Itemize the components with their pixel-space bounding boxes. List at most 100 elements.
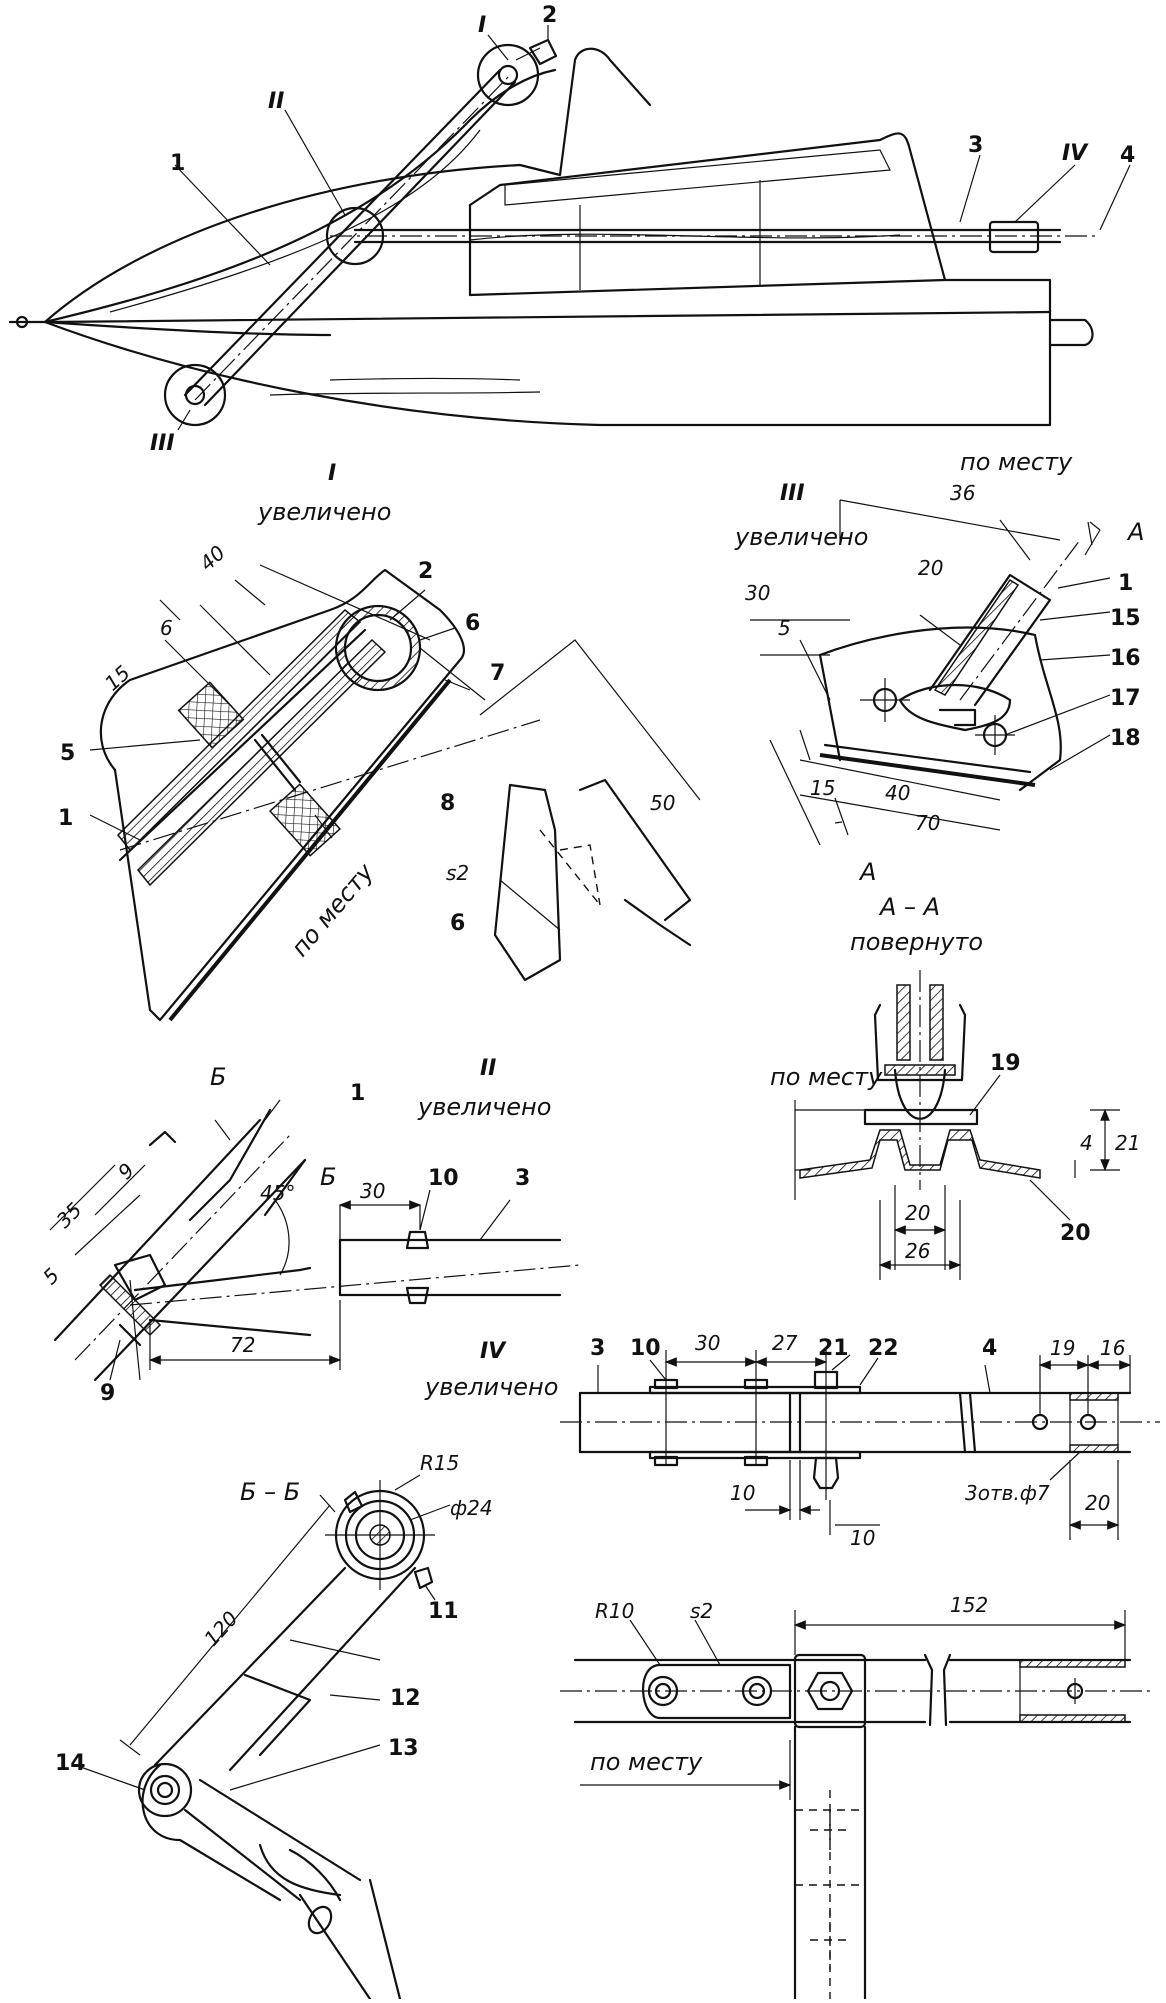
dim-36: 36 — [950, 481, 975, 505]
dim-21: 21 — [1115, 1131, 1140, 1155]
label-17: 17 — [1110, 686, 1141, 711]
section-a-a — [794, 970, 1120, 1280]
dim-10-left: 10 — [730, 1481, 755, 1505]
caption-I-enlarged: увеличено — [257, 498, 391, 526]
label-4-IV: 4 — [982, 1336, 997, 1361]
label-20: 20 — [1060, 1221, 1091, 1246]
section-b-b-title: Б – Б — [240, 1478, 300, 1506]
dim-40-I: 40 — [195, 541, 230, 576]
caption-in-place-top: по месту — [590, 1748, 703, 1776]
label-2-detail: 2 — [418, 559, 433, 584]
dim-15-III: 15 — [810, 776, 835, 800]
dim-phi24: ф24 — [450, 1496, 493, 1520]
section-a-a-title: А – А — [878, 893, 940, 921]
label-22: 22 — [868, 1336, 899, 1361]
caption-rotated: повернуто — [850, 928, 983, 956]
dim-70: 70 — [915, 811, 940, 835]
detail-III-enlarged — [750, 499, 1111, 846]
label-1-II: 1 — [350, 1081, 365, 1106]
mark-I-detail: I — [328, 461, 336, 486]
dim-45deg: 45° — [260, 1181, 295, 1205]
detail-I-enlarged — [89, 564, 701, 1022]
dim-4: 4 — [1080, 1131, 1093, 1155]
dim-9-II: 9 — [113, 1158, 139, 1184]
mark-III-main: III — [150, 431, 175, 456]
label-7-detail: 7 — [490, 661, 505, 686]
dim-19: 19 — [1050, 1336, 1075, 1360]
label-1-III: 1 — [1118, 571, 1133, 596]
dim-20-aa: 20 — [905, 1201, 930, 1225]
mark-II-detail: II — [480, 1056, 496, 1081]
label-14: 14 — [55, 1751, 86, 1776]
dim-10-right: 10 — [850, 1526, 875, 1550]
label-3-main: 3 — [968, 133, 983, 158]
label-10-IV: 10 — [630, 1336, 661, 1361]
dim-20-III: 20 — [918, 556, 943, 580]
dim-holes: 3отв.ф7 — [965, 1481, 1050, 1505]
mark-III-detail: III — [780, 481, 805, 506]
mark-II-main: II — [268, 89, 284, 114]
label-6-detail-top: 6 — [465, 611, 480, 636]
dim-5-III: 5 — [778, 616, 791, 640]
dim-152: 152 — [950, 1593, 988, 1617]
label-11: 11 — [428, 1599, 459, 1624]
dim-16: 16 — [1100, 1336, 1125, 1360]
label-4-main: 4 — [1120, 143, 1135, 168]
label-16: 16 — [1110, 646, 1141, 671]
detail-II-enlarged — [49, 1099, 581, 1382]
mark-B-side: Б — [320, 1163, 336, 1191]
dim-5-II: 5 — [38, 1263, 64, 1289]
dim-35: 35 — [52, 1198, 87, 1233]
label-3-IV: 3 — [590, 1336, 605, 1361]
dim-30-IV: 30 — [695, 1331, 720, 1355]
label-19: 19 — [990, 1051, 1021, 1076]
dim-26: 26 — [905, 1239, 930, 1263]
label-9: 9 — [100, 1381, 115, 1406]
dim-s2-I: s2 — [446, 861, 469, 885]
dim-50: 50 — [650, 791, 675, 815]
label-5-detail: 5 — [60, 741, 75, 766]
dim-15-I: 15 — [100, 661, 135, 696]
dim-30-III: 30 — [745, 581, 770, 605]
dim-s2-top: s2 — [690, 1599, 713, 1623]
watercraft-side-view — [8, 25, 1131, 431]
dim-R15: R15 — [420, 1451, 459, 1475]
label-13: 13 — [388, 1736, 419, 1761]
caption-IV-enlarged: увеличено — [424, 1373, 558, 1401]
dim-72: 72 — [230, 1333, 255, 1357]
label-18: 18 — [1110, 726, 1141, 751]
mark-B-top: Б — [210, 1063, 226, 1091]
mark-IV-detail: IV — [480, 1339, 507, 1364]
dim-27: 27 — [772, 1331, 798, 1355]
caption-III-enlarged: увеличено — [734, 523, 868, 551]
caption-in-place-aa: по месту — [770, 1063, 883, 1091]
dim-40-III: 40 — [885, 781, 910, 805]
mark-A-bottom: А — [858, 858, 876, 886]
caption-in-place-III: по месту — [960, 448, 1073, 476]
dim-R10: R10 — [595, 1599, 634, 1623]
label-21: 21 — [818, 1336, 849, 1361]
dim-120: 120 — [199, 1606, 242, 1650]
label-6-joint: 6 — [450, 911, 465, 936]
dim-20-IV: 20 — [1085, 1491, 1110, 1515]
label-1-detail-I: 1 — [58, 806, 73, 831]
label-15: 15 — [1110, 606, 1141, 631]
detail-circle-I — [476, 43, 540, 107]
mark-IV-main: IV — [1062, 141, 1089, 166]
label-8-detail: 8 — [440, 791, 455, 816]
detail-IV-enlarged — [560, 1350, 1160, 1540]
caption-in-place-I: по месту — [286, 857, 380, 962]
clamp-top-view — [560, 1610, 1150, 2001]
dim-6-I: 6 — [160, 616, 173, 640]
label-12: 12 — [390, 1686, 421, 1711]
label-1-main: 1 — [170, 151, 185, 176]
mark-A-top: А — [1126, 518, 1144, 546]
caption-II-enlarged: увеличено — [417, 1093, 551, 1121]
section-b-b — [74, 1474, 451, 2001]
detail-circle-II — [325, 206, 385, 266]
label-3-II: 3 — [515, 1166, 530, 1191]
detail-circle-III — [163, 363, 227, 427]
label-2-main: 2 — [542, 3, 557, 28]
